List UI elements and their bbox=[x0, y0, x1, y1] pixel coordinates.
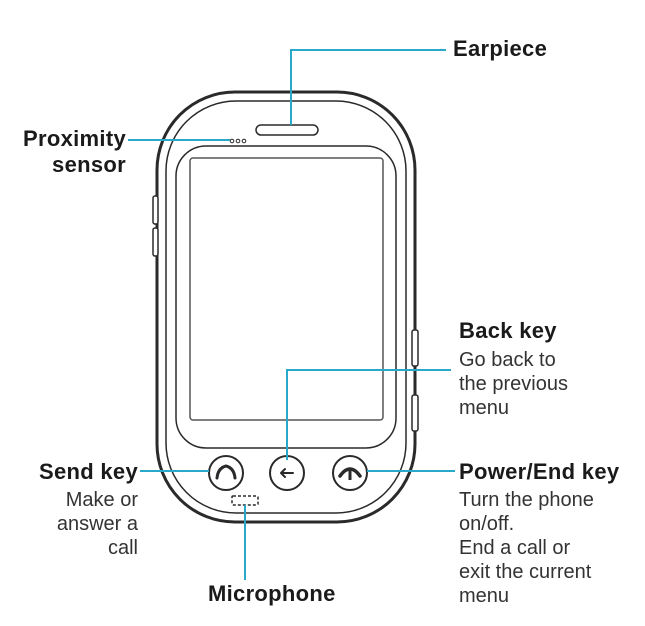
send-key-title: Send key bbox=[38, 459, 138, 484]
earpiece-label: Earpiece bbox=[453, 36, 548, 61]
power-end-key bbox=[332, 455, 368, 491]
hangup-handset-icon bbox=[338, 467, 362, 478]
power-key-desc-line1: Turn the phone bbox=[459, 489, 594, 511]
send-key bbox=[208, 455, 244, 491]
back-key-desc-line3: menu bbox=[459, 397, 510, 419]
send-key-desc-line1: Make or bbox=[65, 489, 138, 511]
power-key-desc-line4: exit the current bbox=[459, 561, 592, 583]
back-key-desc-line2: the previous bbox=[459, 373, 568, 395]
phone-body-inner bbox=[165, 100, 407, 514]
back-arrow-icon bbox=[280, 468, 294, 478]
proximity-label: Proximity sensor bbox=[8, 126, 126, 178]
side-key-top bbox=[411, 329, 419, 367]
earpiece bbox=[255, 124, 319, 136]
back-key bbox=[269, 455, 305, 491]
send-key-desc-line3: call bbox=[107, 537, 138, 559]
power-key-desc-line5: menu bbox=[459, 585, 510, 607]
microphone-label: Microphone bbox=[208, 581, 336, 606]
side-key-bottom bbox=[411, 394, 419, 432]
proximity-label-line1: Proximity bbox=[23, 126, 126, 151]
phone-handset-icon bbox=[215, 464, 237, 480]
send-key-desc-line2: answer a bbox=[56, 513, 138, 535]
power-key-title: Power/End key bbox=[459, 459, 620, 484]
back-key-desc-line1: Go back to bbox=[459, 349, 556, 371]
power-key-desc-line2: on/off. bbox=[459, 513, 515, 535]
power-key-label: Power/End key Turn the phone on/off. End… bbox=[459, 459, 619, 608]
power-key-desc-line3: End a call or bbox=[459, 537, 571, 559]
back-key-label: Back key Go back to the previous menu bbox=[459, 318, 568, 420]
proximity-label-line2: sensor bbox=[52, 152, 126, 177]
back-key-title: Back key bbox=[459, 318, 557, 343]
earpiece-callout bbox=[290, 49, 446, 125]
callout-lines bbox=[128, 49, 455, 580]
proximity-sensor bbox=[229, 138, 247, 144]
volume-down-button bbox=[152, 227, 159, 257]
send-key-label: Send key Make or answer a call bbox=[2, 459, 138, 560]
volume-up-button bbox=[152, 195, 159, 225]
back-key-callout bbox=[286, 369, 451, 460]
